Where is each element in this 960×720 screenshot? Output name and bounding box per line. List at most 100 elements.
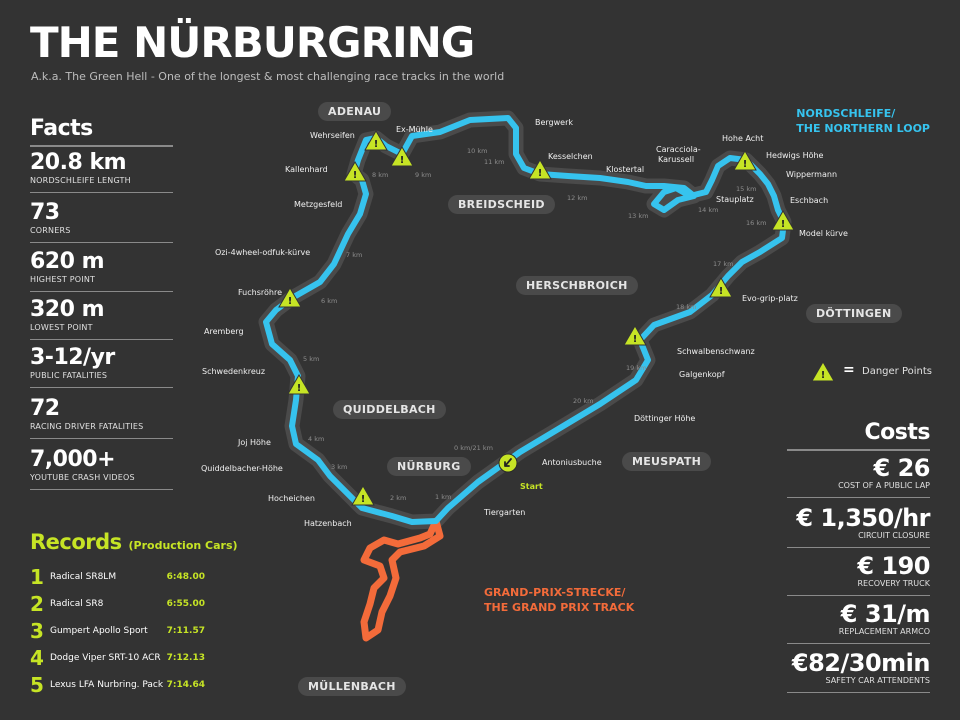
nordschleife-title-line2: THE NORTHERN LOOP (796, 122, 930, 135)
place-schwalbenschwanz: Schwalbenschwanz (677, 347, 755, 356)
cost-label: CIRCUIT CLOSURE (858, 531, 930, 540)
grand-prix-title: GRAND-PRIX-STRECKE/ THE GRAND PRIX TRACK (484, 585, 634, 615)
records-subtitle: (Production Cars) (128, 539, 238, 552)
place-hedwigs-hohe: Hedwigs Höhe (766, 151, 824, 160)
divider (30, 291, 173, 292)
record-time: 7:11.57 (166, 626, 205, 636)
records-title: Records (30, 530, 122, 554)
page-subtitle: A.k.a. The Green Hell - One of the longe… (31, 70, 505, 83)
km-marker: 8 km (372, 171, 389, 179)
place-dottinger-hohe: Döttinger Höhe (634, 414, 696, 423)
km-marker: 15 km (736, 185, 757, 193)
danger-icon: ! (528, 159, 552, 180)
danger-icon: ! (278, 287, 302, 308)
fact-label: HIGHEST POINT (30, 275, 96, 284)
fact-value: 73 (30, 200, 60, 225)
place-kallenhard: Kallenhard (285, 165, 328, 174)
place-joj-hohe: Joj Höhe (238, 438, 271, 447)
danger-icon: ! (351, 485, 375, 506)
cost-value: € 1,350/hr (796, 504, 930, 532)
region-meuspath: MEUSPATH (622, 452, 712, 471)
svg-text:!: ! (719, 286, 724, 297)
divider (787, 449, 930, 451)
region-mullenbach: MÜLLENBACH (298, 677, 406, 696)
record-time: 6:48.00 (166, 572, 205, 582)
record-rank: 3 (30, 619, 44, 643)
region-quiddelbach: QUIDDELBACH (333, 400, 446, 419)
svg-text:!: ! (743, 159, 748, 170)
place-aremberg: Aremberg (204, 327, 244, 336)
danger-icon: ! (709, 277, 733, 298)
place-klostertal: Klostertal (606, 165, 645, 174)
record-car: Dodge Viper SRT-10 ACR (50, 653, 161, 663)
km-marker: 6 km (321, 297, 338, 305)
region-dottingen: DÖTTINGEN (806, 304, 902, 323)
record-row: 3 Gumpert Apollo Sport 7:11.57 (30, 619, 205, 643)
fact-item: 7,000+YOUTUBE CRASH VIDEOS (30, 447, 175, 482)
place-model-kurve: Model kürve (799, 229, 848, 238)
record-time: 7:12.13 (166, 653, 205, 663)
nordschleife-title: NORDSCHLEIFE/ THE NORTHERN LOOP (796, 106, 930, 136)
danger-icon: ! (390, 146, 414, 167)
records-heading: Records (Production Cars) (30, 530, 238, 554)
km-marker: 10 km (467, 147, 488, 155)
cost-value: €82/30min (791, 649, 931, 677)
svg-text:!: ! (374, 139, 379, 150)
divider (30, 489, 173, 490)
record-car: Gumpert Apollo Sport (50, 626, 148, 636)
region-breidscheid: BREIDSCHEID (448, 195, 555, 214)
km-marker: 16 km (746, 219, 767, 227)
fact-value: 20.8 km (30, 150, 127, 175)
grand-prix-track (360, 517, 444, 642)
cost-label: COST OF A PUBLIC LAP (838, 481, 930, 490)
cost-label: RECOVERY TRUCK (857, 579, 931, 588)
svg-text:!: ! (633, 334, 638, 345)
grand-prix-title-line1: GRAND-PRIX-STRECKE/ (484, 586, 626, 599)
record-rank: 5 (30, 673, 44, 697)
region-herschbroich: HERSCHBROICH (516, 276, 638, 295)
km-marker: 14 km (698, 206, 719, 214)
km-marker: 1 km (435, 493, 452, 501)
svg-text:!: ! (297, 383, 302, 394)
place-metzgesfeld: Metzgesfeld (294, 200, 343, 209)
place-karussell: Karussell (658, 155, 695, 164)
danger-icon: ! (623, 325, 647, 346)
divider (787, 692, 930, 693)
place-ex-muhle: Ex-Mühle (396, 125, 433, 134)
km-marker: 4 km (308, 435, 325, 443)
km-marker: 20 km (573, 397, 594, 405)
cost-value: € 26 (873, 454, 931, 482)
km-marker: 18 km (676, 303, 697, 311)
place-fuchsrohre: Fuchsröhre (238, 288, 282, 297)
fact-label: LOWEST POINT (30, 323, 93, 332)
place-quiddelbacher-hohe: Quiddelbacher-Höhe (201, 464, 283, 473)
fact-value: 620 m (30, 249, 105, 274)
nordschleife-track (263, 115, 787, 525)
place-antoniusbuche: Antoniusbuche (542, 458, 602, 467)
place-galgenkopf: Galgenkopf (679, 370, 725, 379)
svg-text:!: ! (361, 494, 366, 505)
danger-icon: ! (364, 130, 388, 151)
km-marker: 0 km/21 km (454, 444, 493, 452)
divider (30, 438, 173, 439)
km-marker: 11 km (484, 158, 505, 166)
km-marker: 5 km (303, 355, 320, 363)
place-stauplatz: Stauplatz (716, 195, 754, 204)
km-marker: 7 km (346, 251, 363, 259)
km-marker: 12 km (567, 194, 588, 202)
divider (30, 242, 173, 243)
cost-value: € 190 (857, 552, 930, 580)
